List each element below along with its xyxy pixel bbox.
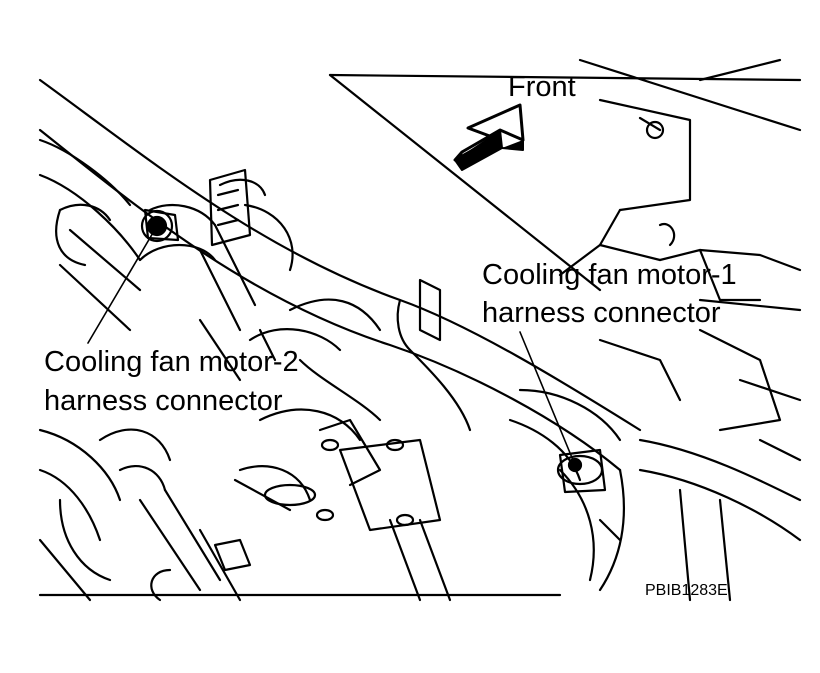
front-label: Front bbox=[508, 71, 576, 103]
fan-motor-2-label-line-1: Cooling fan motor-2 bbox=[44, 346, 299, 378]
fan-1-leader-line bbox=[519, 331, 576, 466]
central-components bbox=[198, 278, 452, 602]
radiator-upper-panel bbox=[328, 58, 802, 302]
right-components bbox=[508, 298, 802, 602]
fan-motor-2-connector bbox=[140, 208, 180, 243]
left-hoses bbox=[38, 138, 294, 332]
fan-motor-2-label-line-2: harness connector bbox=[44, 385, 283, 417]
leader-lines bbox=[87, 225, 576, 466]
fan-motor-1-label-line-1: Cooling fan motor-1 bbox=[482, 259, 737, 291]
fan-2-leader-line bbox=[87, 225, 158, 344]
front-arrow-icon bbox=[453, 103, 525, 171]
fan-motor-1-connector bbox=[556, 448, 607, 494]
lower-left-hoses bbox=[38, 428, 562, 602]
harness-clip-left bbox=[208, 168, 252, 247]
upper-radiator-hose bbox=[38, 78, 642, 472]
fan-motor-1-label-line-2: harness connector bbox=[482, 297, 721, 329]
figure-id-label: PBIB1283E bbox=[645, 582, 728, 599]
